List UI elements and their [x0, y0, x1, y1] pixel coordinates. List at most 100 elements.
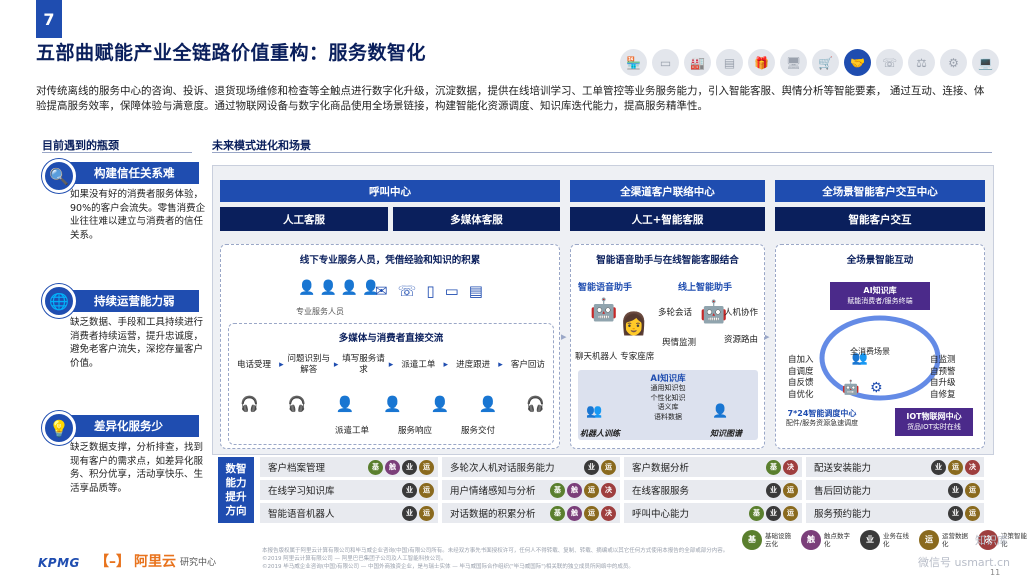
gift-icon[interactable]: 🎁: [748, 49, 775, 76]
footer-line: ©2019 阿里云计算有限公司 — 阿里巴巴集团子公司及人工智能科技公司。: [262, 556, 447, 562]
action-label: 服务交付: [460, 426, 495, 436]
capability-badge: 业: [402, 459, 417, 475]
stage2-header: 全渠道客户联络中心: [570, 180, 765, 202]
factory-icon[interactable]: 🏭: [684, 49, 711, 76]
headset-icon: 🎧: [287, 395, 307, 413]
legend-item: 决决策智能化: [978, 530, 1027, 550]
capability-label: 多轮会话: [658, 308, 693, 318]
matrix-cell: 呼叫中心能力基业运: [624, 503, 802, 523]
mail-icon: ✉: [375, 282, 388, 300]
section-right-divider: [212, 152, 992, 153]
dispatch-title: 7*24智能调度中心: [787, 409, 857, 418]
stage1-panel: [220, 244, 560, 449]
matrix-cell: 客户档案管理基触业运: [260, 457, 438, 477]
legend-item: 基基础设施云化: [742, 530, 791, 550]
capability-item: 自调度: [788, 366, 814, 377]
capability-badge: 运: [584, 505, 599, 521]
capability-badge: 基: [550, 505, 565, 521]
kb-left-label: 机器人训练: [580, 429, 620, 438]
iot-title: IOT物联网中心: [906, 412, 962, 421]
capability-badge: 触: [385, 459, 400, 475]
stage1-sub-multimedia: 多媒体客服: [393, 207, 560, 231]
matrix-cell-text: 服务预约能力: [814, 509, 872, 520]
kb-item: 通用知识包: [650, 384, 686, 392]
badge-group: 业运决: [931, 459, 984, 475]
stage2-sub: 人工+智能客服: [570, 207, 765, 231]
legend: 基基础设施云化触触点数字化业业务在线化运运营数据化决决策智能化: [742, 530, 1027, 550]
media-title: 多媒体与消费者直接交流: [338, 333, 444, 344]
matrix-row: 客户档案管理基触业运多轮次人机对话服务能力业运客户数据分析基决配送安装能力业运决: [260, 457, 990, 477]
capability-badge: 运: [419, 482, 434, 498]
right-capabilities: 自监测 自预警 自升级 自修复: [930, 355, 956, 401]
stage2-panel-title: 智能语音助手与在线智能客服结合: [596, 255, 739, 266]
lightbulb-icon: 💡: [42, 411, 76, 445]
intro-paragraph: 对传统离线的服务中心的咨询、投诉、退货现场维修和检查等全触点进行数字化升级，沉淀…: [36, 85, 985, 112]
network-icon[interactable]: ⚙: [940, 49, 967, 76]
aliyun-mark: 【–】: [95, 554, 130, 570]
pain-point-3: 💡 差异化服务少 缺乏数据支撑，分析排查，找到现有客户的需求点，如差异化服务、积…: [42, 411, 210, 495]
pain-text: 缺乏数据支撑，分析排查，找到现有客户的需求点，如差异化服务、积分优享，活动享快乐…: [70, 442, 204, 494]
badge-group: 基触运决: [550, 482, 620, 498]
page-title: 五部曲赋能产业全链路价值重构：服务数智化: [36, 42, 427, 64]
voice-assistant-label: 智能语音助手: [578, 283, 633, 293]
phone-icon: ☏: [397, 282, 417, 300]
capability-badge: 运: [965, 505, 980, 521]
service-flow: 电话受理 ▸ 问题识别与解答 ▸ 填写服务请求 ▸ 派遣工单 ▸ 进度跟进 ▸ …: [232, 350, 550, 380]
action-label: 服务响应: [397, 426, 432, 436]
monitor-icon[interactable]: 🖥: [780, 49, 807, 76]
tablet-icon[interactable]: ▭: [652, 49, 679, 76]
matrix-cell-text: 用户情绪感知与分析: [450, 486, 536, 497]
kb-item: 个性化知识: [650, 393, 686, 402]
people-icon: 👥: [851, 350, 869, 366]
action-labels: 派遣工单 服务响应 服务交付: [335, 424, 495, 436]
person-icon: 👤: [430, 395, 450, 413]
capability-badge: 业: [948, 482, 963, 498]
legend-badge: 运: [919, 530, 939, 550]
badge-group: 业运: [402, 482, 438, 498]
capability-badge: 运: [601, 459, 616, 475]
capability-label: 舆情监测: [662, 338, 697, 348]
ai-knowledge-base: [578, 370, 758, 440]
legend-badge: 决: [978, 530, 998, 550]
mobile-icon: ▯: [426, 282, 435, 300]
server-icon[interactable]: ▤: [716, 49, 743, 76]
matrix-cell: 智能语音机器人 业运: [260, 503, 438, 523]
legend-text: 决策智能化: [1001, 532, 1027, 548]
badge-group: 业运: [402, 505, 438, 521]
pain-point-1: 🔍 构建信任关系难 如果没有好的消费者服务体验，90%的客户会流失。零售消费企业…: [42, 159, 210, 242]
matrix-cell-text: 对话数据的积累分析: [450, 509, 536, 520]
ai-kb-sub: 赋能消费者/服务终端: [847, 297, 913, 305]
ai-kb-box: AI知识库 赋能消费者/服务终端: [830, 282, 930, 310]
cart-icon[interactable]: 🛒: [812, 49, 839, 76]
action-label: 派遣工单: [335, 426, 370, 436]
capability-badge: 决: [783, 459, 798, 475]
legend-badge: 基: [742, 530, 762, 550]
globe-icon: 🌐: [42, 284, 76, 318]
handshake-icon[interactable]: 🤝: [844, 49, 871, 76]
capability-badge: 运: [783, 505, 798, 521]
capability-badge: 业: [402, 505, 417, 521]
matrix-cell-text: 配送安装能力: [814, 463, 872, 474]
store-icon[interactable]: 🏪: [620, 49, 647, 76]
ai-kb-title: AI知识库: [863, 286, 897, 295]
capability-badge: 基: [749, 505, 764, 521]
phone-icon[interactable]: ☏: [876, 49, 903, 76]
matrix-cell-text: 智能语音机器人: [268, 509, 335, 520]
capability-badge: 触: [567, 505, 582, 521]
matrix-cell: 在线客服服务业运: [624, 480, 802, 500]
capability-badge: 决: [601, 505, 616, 521]
agent-icon: 👩: [620, 312, 648, 337]
laptop-icon[interactable]: 💻: [972, 49, 999, 76]
footer-page-mark: 11: [990, 568, 1001, 577]
online-assistant-label: 线上智能助手: [678, 283, 733, 293]
kpmg-logo: KPMG: [38, 556, 80, 570]
capability-badge: 运: [965, 482, 980, 498]
scale-icon[interactable]: ⚖: [908, 49, 935, 76]
person-icon: 👤: [383, 395, 402, 413]
legend-item: 运运营数据化: [919, 530, 968, 550]
person-icon: 👤: [340, 280, 359, 296]
stage3-sub: 智能客户交互: [775, 207, 985, 231]
capability-label: 资源路由: [724, 335, 759, 345]
pain-text: 缺乏数据、手段和工具持续进行消费者持续运营，提升忠诚度，避免老客户流失，深挖存量…: [70, 317, 204, 369]
stage1-sub-manual: 人工客服: [220, 207, 388, 231]
